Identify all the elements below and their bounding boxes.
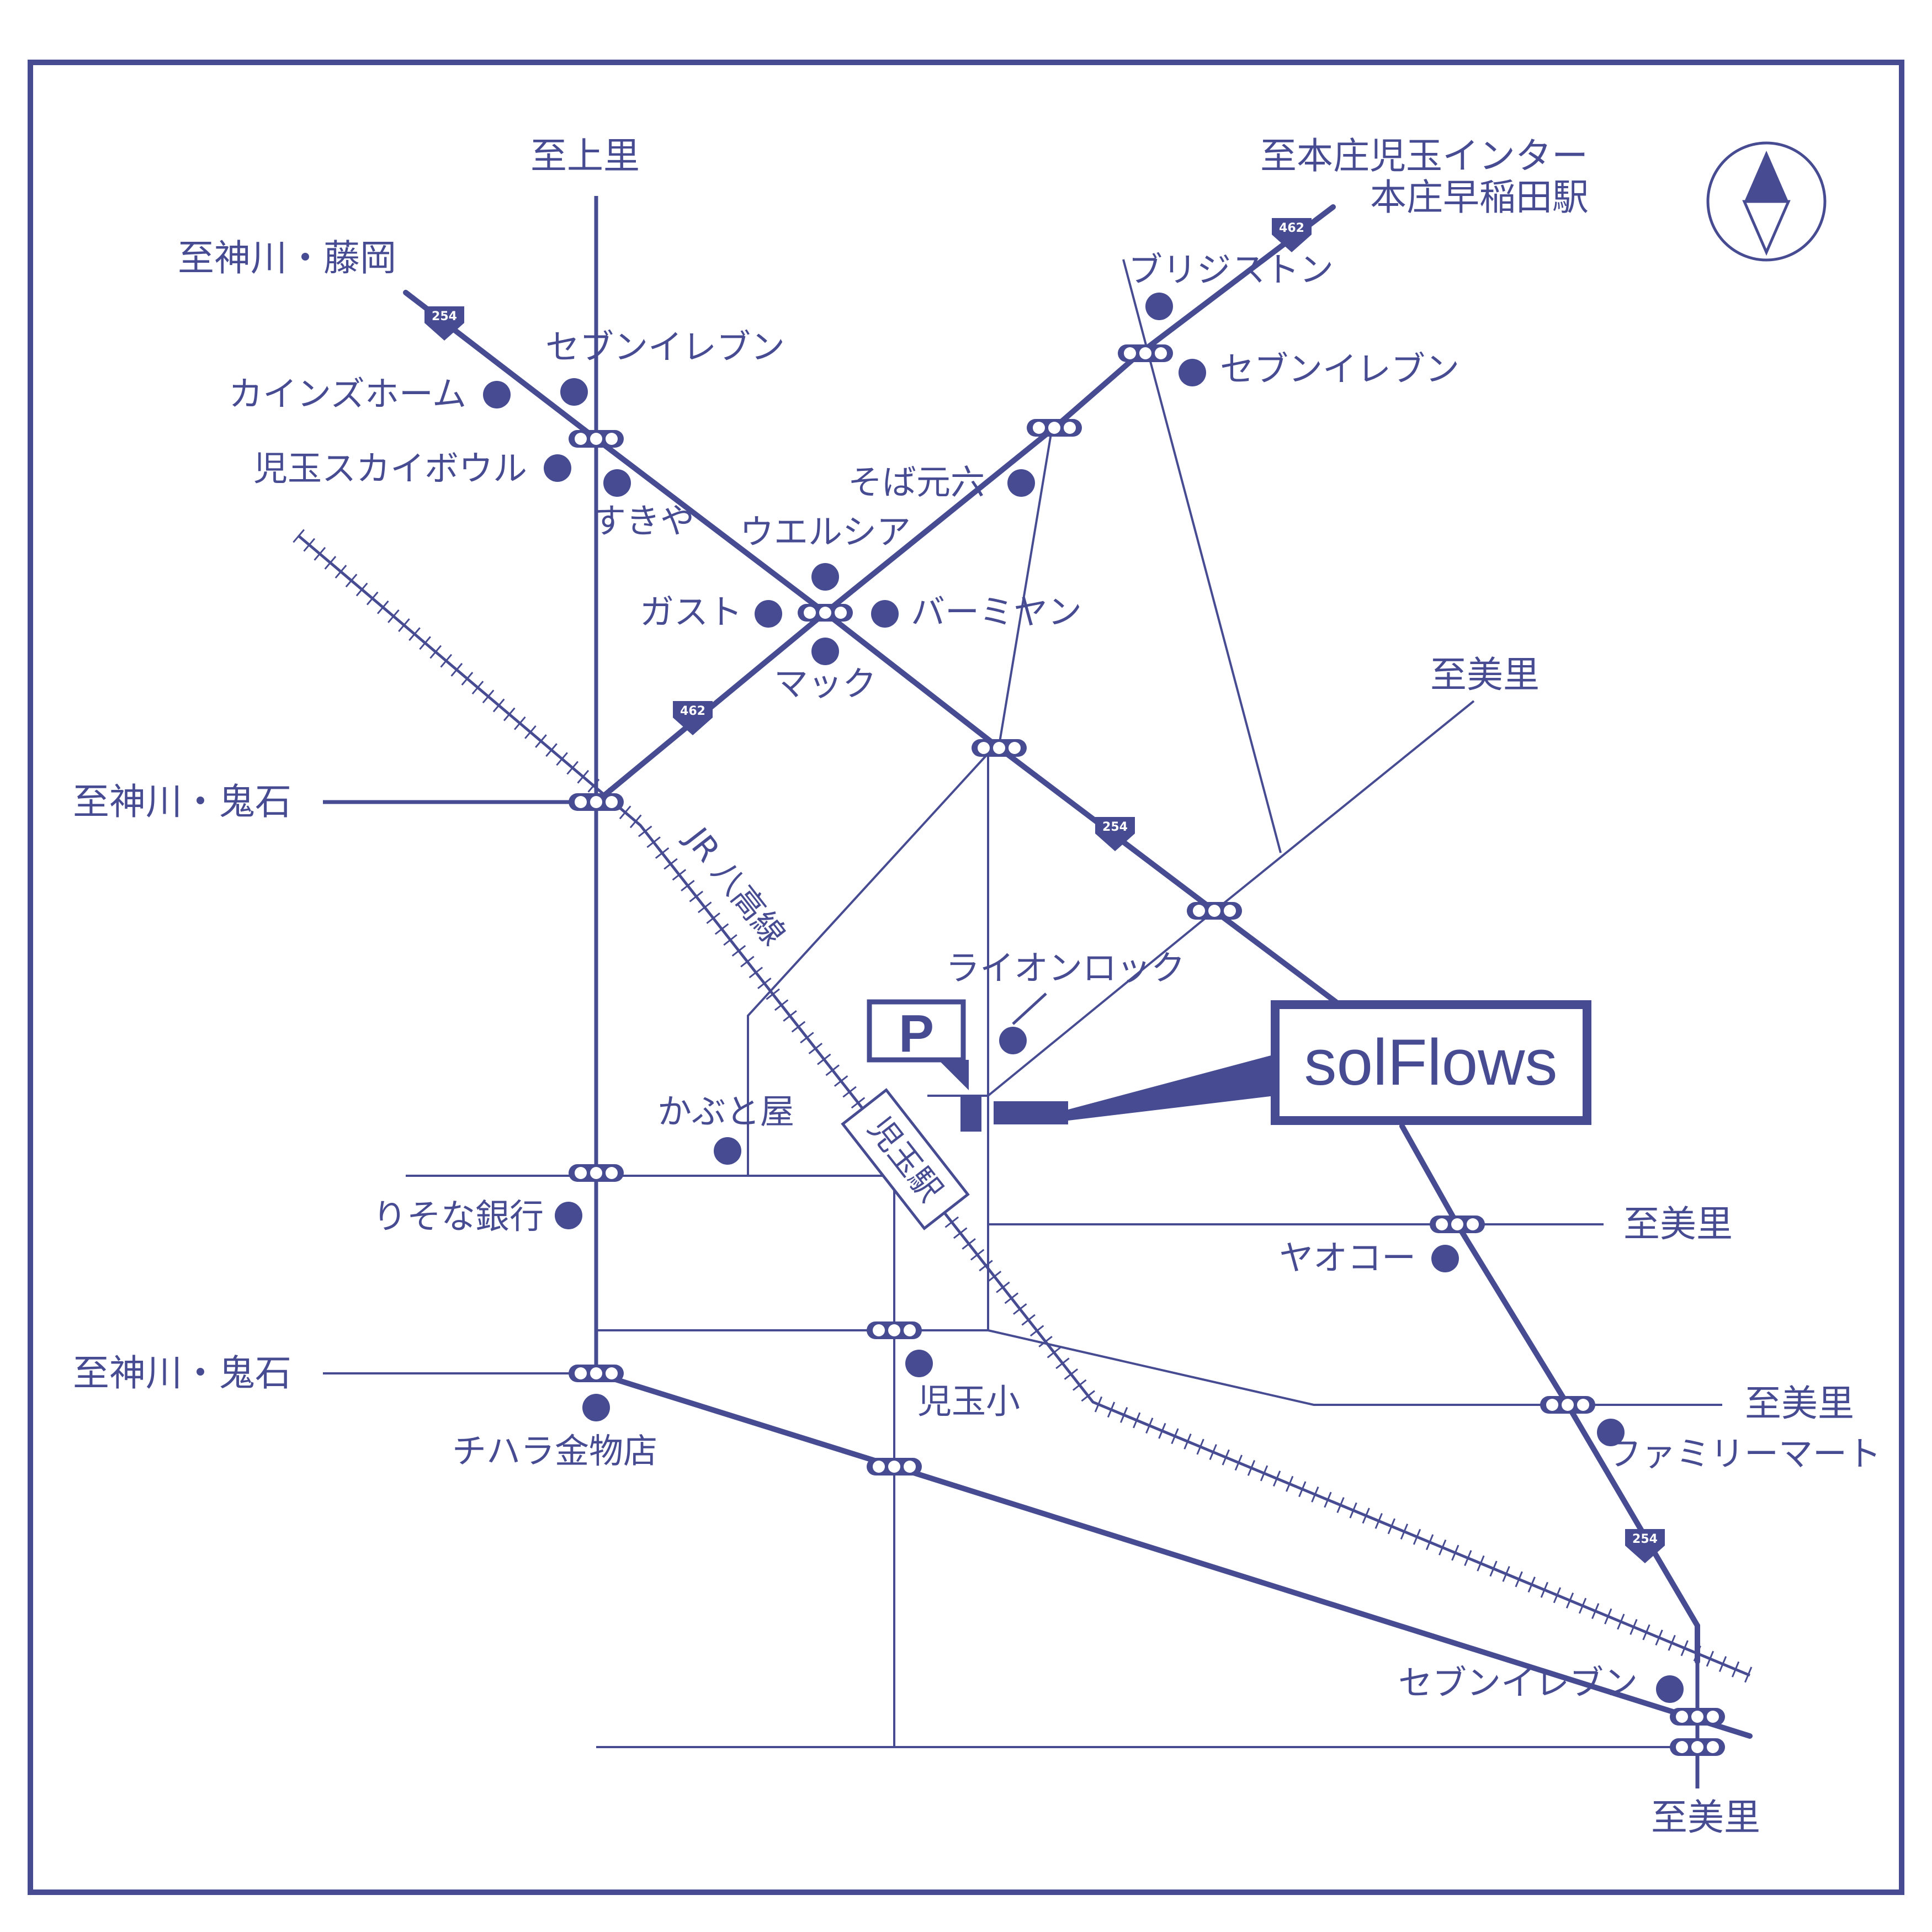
dest-honjo-kodama-ic: 至本庄児玉インター xyxy=(1260,135,1588,177)
poi-kodama-elementary: 児玉小 xyxy=(917,1381,1020,1421)
route-shield-254-nw: 254 xyxy=(424,306,464,341)
north-arrow-icon xyxy=(1706,141,1827,262)
dest-kamikawa-oniishi-south: 至神川・鬼石 xyxy=(73,1352,291,1394)
station-kodama: 児玉駅 xyxy=(841,1088,970,1230)
poi-lion-rock: ライオンロック xyxy=(946,948,1185,988)
dest-misato-north: 至美里 xyxy=(1430,654,1540,696)
parking-icon: P xyxy=(899,1004,934,1063)
parking-marker: P xyxy=(867,999,981,1132)
poi-family-mart: ファミリーマート xyxy=(1607,1434,1881,1474)
dest-misato-east: 至美里 xyxy=(1623,1203,1733,1245)
dest-kamikawa-fujioka: 至神川・藤岡 xyxy=(178,237,396,279)
poi-mac: マック xyxy=(774,664,877,704)
dest-misato-south: 至美里 xyxy=(1651,1796,1760,1839)
route-shield-462-ne: 462 xyxy=(1272,218,1312,252)
poi-seven-eleven-se: セブンイレブン xyxy=(1398,1663,1638,1703)
destination-marker-solflows: solFlows xyxy=(994,1000,1591,1125)
shield-label: 254 xyxy=(432,310,457,323)
poi-chihara-hardware: チハラ金物店 xyxy=(452,1431,657,1471)
poi-seven-eleven-ne: セブンイレブン xyxy=(1220,349,1459,389)
dest-misato-southeast: 至美里 xyxy=(1745,1382,1854,1425)
poi-soba-genroku: そば元六 xyxy=(848,462,985,502)
route-shield-254-center: 254 xyxy=(1095,817,1135,851)
route-shield-462-sw: 462 xyxy=(673,701,713,735)
poi-gusto: ガスト xyxy=(640,592,742,632)
shield-label: 462 xyxy=(680,704,705,718)
poi-welcia: ウエルシア xyxy=(740,512,911,552)
dest-honjo-waseda-station: 本庄早稲田駅 xyxy=(1370,176,1589,219)
poi-yaoko: ヤオコー xyxy=(1279,1238,1416,1278)
mid-roads xyxy=(323,196,1700,1788)
minor-roads xyxy=(323,259,1722,1748)
poi-kabutoya: かぶと屋 xyxy=(657,1091,794,1132)
shield-label: 254 xyxy=(1102,820,1128,834)
poi-kodama-sky-bowl: 児玉スカイボウル xyxy=(253,448,527,489)
route-shield-254-se: 254 xyxy=(1625,1529,1665,1563)
poi-cainz-home: カインズホーム xyxy=(229,374,466,414)
poi-bamiyan: バーミヤン xyxy=(911,592,1082,632)
brand-label: solFlows xyxy=(1304,1026,1558,1099)
poi-sukiya: すきや xyxy=(592,501,694,541)
poi-seven-eleven-nw: セブンイレブン xyxy=(545,327,785,367)
dest-kamisato: 至上里 xyxy=(530,135,640,177)
poi-bridgestone: ブリジストン xyxy=(1128,250,1334,290)
railway-line-label: JR 八高線 xyxy=(677,819,793,952)
landmark-pois: ブリジストン セブンイレブン セブンイレブン カインズホーム 児玉スカイボウル … xyxy=(229,250,1881,1703)
shield-label: 462 xyxy=(1279,221,1304,235)
dest-kamikawa-oniishi-north: 至神川・鬼石 xyxy=(73,781,291,823)
destination-labels: 至上里 至神川・藤岡 至本庄児玉インター 本庄早稲田駅 至神川・鬼石 至神川・鬼… xyxy=(73,135,1854,1839)
shield-label: 254 xyxy=(1632,1532,1658,1546)
map-frame xyxy=(28,60,1904,1895)
poi-resona-bank: りそな銀行 xyxy=(373,1196,544,1236)
